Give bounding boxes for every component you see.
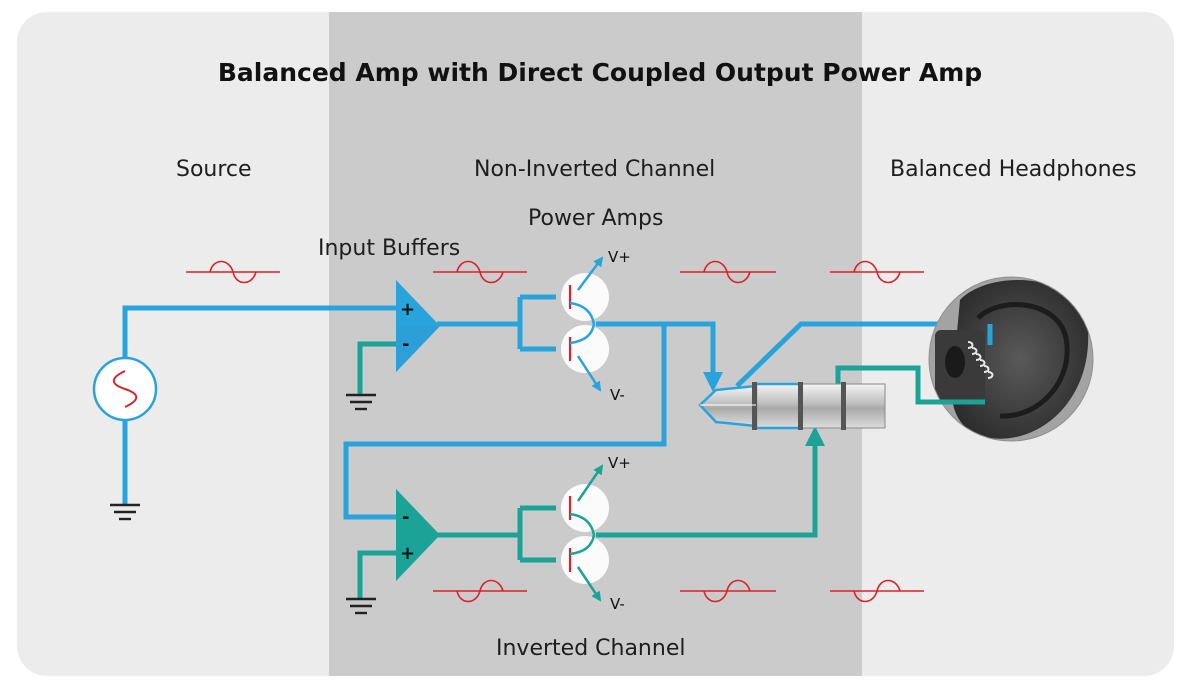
- top-buffer-minus-pin: -: [402, 334, 409, 355]
- waveform-headphone-top: [830, 260, 924, 284]
- label-balanced-headphones: Balanced Headphones: [890, 157, 1137, 182]
- waveform-buffer-top: [433, 260, 527, 284]
- bottom-vplus-label: V+: [608, 454, 631, 472]
- label-power-amps: Power Amps: [528, 206, 664, 231]
- waveform-poweramp-top: [680, 260, 776, 284]
- bottom-buffer-plus-pin: +: [400, 543, 415, 564]
- label-source: Source: [176, 157, 252, 182]
- diagram-title: Balanced Amp with Direct Coupled Output …: [217, 58, 983, 87]
- input-buffer-top: + -: [396, 280, 440, 372]
- teal-signal-path: [357, 341, 985, 598]
- bottom-vminus-label: V-: [610, 595, 625, 613]
- label-input-buffers: Input Buffers: [318, 236, 461, 261]
- bottom-buffer-minus-pin: -: [402, 507, 409, 528]
- top-buffer-plus-pin: +: [400, 299, 415, 320]
- ac-source-icon: [92, 356, 158, 422]
- label-inverted-channel: Inverted Channel: [496, 636, 686, 661]
- label-non-inverted-channel: Non-Inverted Channel: [474, 157, 716, 182]
- ground-icon: [346, 597, 376, 615]
- ground-icon: [110, 503, 140, 521]
- top-vminus-label: V-: [610, 386, 625, 404]
- top-vplus-label: V+: [608, 248, 631, 266]
- balanced-plug-icon: [698, 382, 886, 430]
- ground-icon: [346, 393, 376, 411]
- headphone-icon: [928, 276, 1094, 442]
- input-buffer-bottom: - +: [396, 489, 440, 581]
- waveform-buffer-bottom: [433, 579, 527, 603]
- waveform-headphone-bottom: [830, 579, 924, 603]
- power-amp-top: V+ V-: [561, 248, 631, 404]
- waveform-source-top: [186, 260, 280, 284]
- waveform-poweramp-bottom: [680, 579, 776, 603]
- power-amp-bottom: V+ V-: [561, 454, 631, 613]
